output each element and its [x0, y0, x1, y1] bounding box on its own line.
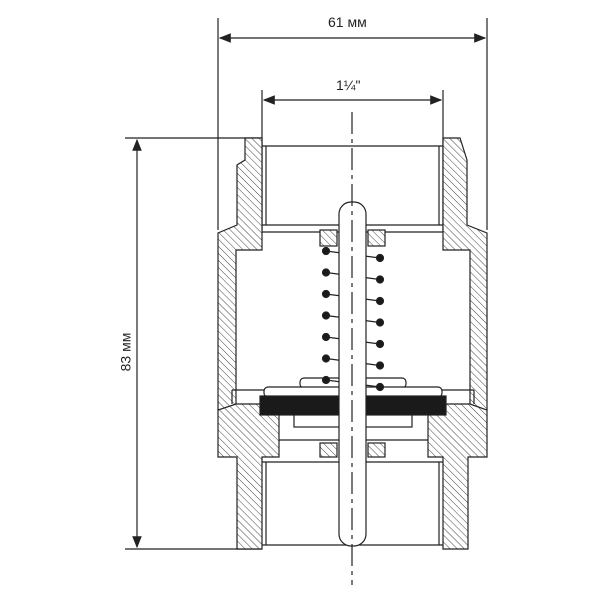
spring-wire-section: [321, 375, 331, 385]
valve-body: [217, 137, 488, 550]
spring-wire-section: [375, 318, 385, 327]
spring-wire-section: [321, 311, 331, 320]
spring-wire-section: [321, 332, 331, 342]
spring-wire-section: [375, 253, 385, 263]
thread-size-label: 1¼": [336, 77, 361, 93]
spring-wire-section: [375, 339, 385, 349]
overall-width-label: 61 мм: [328, 14, 367, 30]
spring-wire-section: [321, 268, 331, 277]
spring-wire-section: [321, 246, 331, 256]
spring-wire-section: [375, 361, 385, 370]
spring-wire-section: [321, 289, 331, 299]
spring-wire-section: [375, 382, 385, 392]
overall-height-label: 83 мм: [117, 332, 134, 372]
spring-wire-section: [375, 296, 385, 306]
stem-guides: [319, 229, 386, 458]
width-dimension: [217, 18, 488, 230]
spring-wire-section: [321, 354, 331, 363]
spring-wire-section: [375, 275, 385, 284]
